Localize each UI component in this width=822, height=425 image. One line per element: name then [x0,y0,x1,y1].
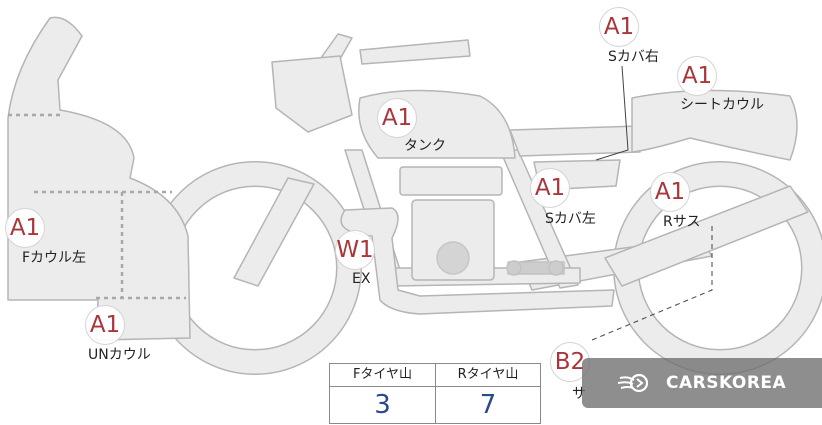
leader-s-cover-right [595,65,629,161]
engine-head [399,166,503,196]
marker-front-cowl-left: A1 [5,208,45,248]
front-cowl-shape [7,16,191,341]
rear-tire-header: Rタイヤ山 [436,364,540,387]
label-seat-cowl: シートカウル [680,97,764,113]
engine-cover [436,241,470,275]
tire-tread-table: Fタイヤ山 Rタイヤ山 3 7 [329,363,541,424]
label-s-cover-right: Sカバ右 [608,49,659,65]
handlebar-right [359,39,471,65]
front-tire-header: Fタイヤ山 [330,364,435,387]
brand-logo-icon [618,373,648,393]
table-divider [435,364,436,423]
marker-s-cover-right: A1 [599,7,639,47]
marker-exhaust: W1 [335,230,375,270]
marker-tank: A1 [377,98,417,138]
label-rear-suspension: Rサス [663,214,701,230]
seat [509,125,641,157]
marker-seat-cowl: A1 [677,56,717,96]
label-tank: タンク [404,138,446,154]
brand-name: CARSKOREA [666,373,787,393]
front-tire-value: 3 [374,390,391,420]
muffler [604,185,809,287]
engine-block [411,199,495,281]
front-fork [233,177,315,287]
rear-tire-value: 7 [479,390,497,420]
label-exhaust: EX [352,271,371,287]
seat-cowl-shape [631,89,798,161]
marker-rear-suspension: A1 [650,172,690,212]
brand-watermark: CARSKOREA [582,358,822,408]
label-under-cowl: UNカウル [88,347,151,363]
headlight [271,55,353,133]
label-s-cover-left: Sカバ左 [545,211,596,227]
leader-rear-suspension [591,226,713,341]
marker-s-cover-left: A1 [530,168,570,208]
label-front-cowl-left: Fカウル左 [22,250,87,266]
marker-under-cowl: A1 [85,305,125,345]
